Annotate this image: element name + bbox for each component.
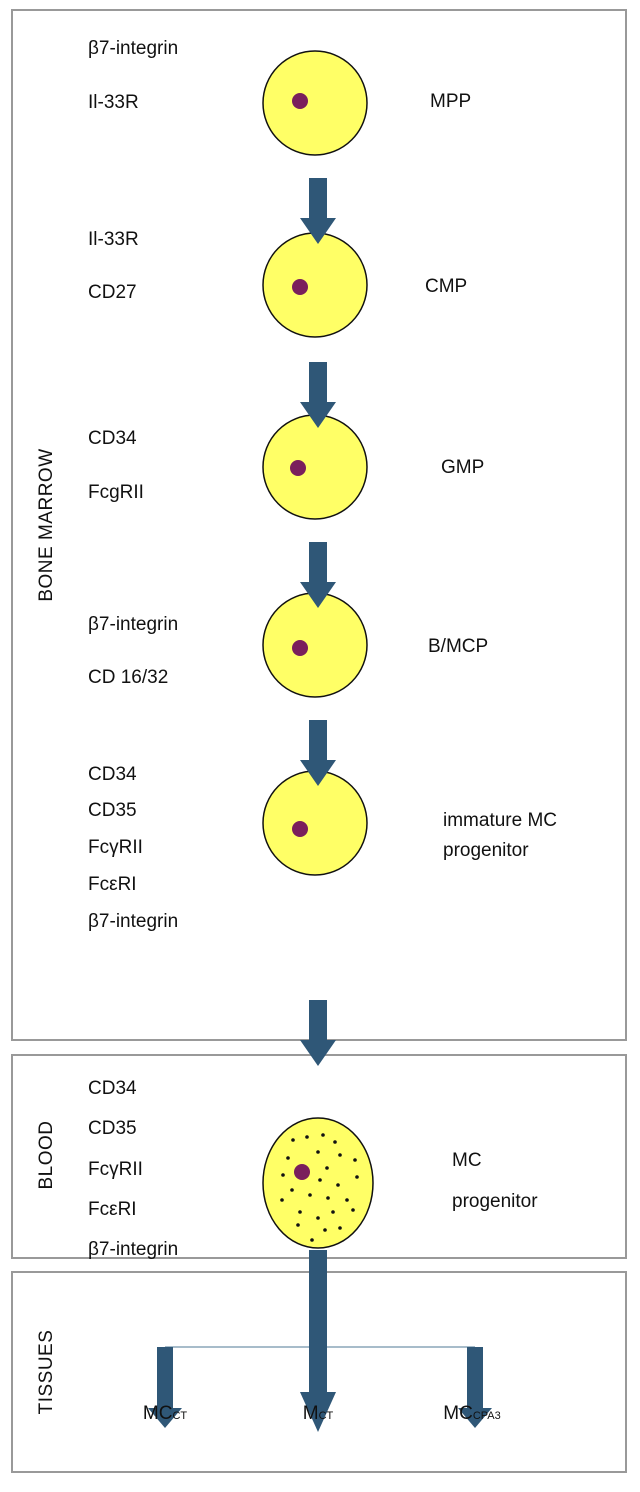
arrow-down-icon bbox=[300, 1000, 336, 1066]
granule bbox=[323, 1228, 327, 1232]
marker: CD34 bbox=[88, 1078, 137, 1099]
marker: CD34 bbox=[88, 764, 137, 785]
cell-bmcp bbox=[262, 592, 368, 698]
granule bbox=[308, 1193, 312, 1197]
marker: FcεRI bbox=[88, 874, 137, 895]
marker: Il-33R bbox=[88, 92, 139, 113]
granule bbox=[316, 1150, 320, 1154]
granule bbox=[355, 1175, 359, 1179]
marker: β7-integrin bbox=[88, 38, 178, 59]
granule bbox=[281, 1173, 285, 1177]
stage-name-mc-progenitor-2: progenitor bbox=[452, 1191, 538, 1212]
granule bbox=[318, 1178, 322, 1182]
granule bbox=[326, 1196, 330, 1200]
marker: FcγRII bbox=[88, 1159, 143, 1180]
arrow-down-icon bbox=[300, 1272, 336, 1432]
granule bbox=[331, 1210, 335, 1214]
granule bbox=[336, 1183, 340, 1187]
stage-name-immature-mc-progenitor-2: progenitor bbox=[443, 840, 529, 861]
granule bbox=[286, 1156, 290, 1160]
stage-name-immature-mc-progenitor-1: immature MC bbox=[443, 810, 557, 831]
marker: FcεRI bbox=[88, 1199, 137, 1220]
arrow-shaft bbox=[309, 1250, 327, 1272]
granule bbox=[325, 1166, 329, 1170]
granule bbox=[351, 1208, 355, 1212]
granule bbox=[338, 1226, 342, 1230]
marker: CD35 bbox=[88, 1118, 137, 1139]
granule bbox=[291, 1138, 295, 1142]
stage-name-cmp: CMP bbox=[425, 276, 467, 297]
granule bbox=[290, 1188, 294, 1192]
outcome-mc-ct: MCCT bbox=[143, 1403, 188, 1424]
outcome-mc-cpa3: MCCPA3 bbox=[443, 1403, 500, 1424]
section-label-bone-marrow: BONE MARROW bbox=[36, 448, 57, 601]
granule bbox=[316, 1216, 320, 1220]
granule bbox=[305, 1135, 309, 1139]
nucleus-icon bbox=[290, 460, 306, 476]
stage-name-bmcp: B/MCP bbox=[428, 636, 488, 657]
granule bbox=[280, 1198, 284, 1202]
marker: β7-integrin bbox=[88, 1239, 178, 1260]
marker: β7-integrin bbox=[88, 911, 178, 932]
marker: FcgRII bbox=[88, 482, 144, 503]
granule bbox=[298, 1210, 302, 1214]
nucleus-icon bbox=[292, 640, 308, 656]
cell-mpp bbox=[262, 50, 368, 156]
section-label-blood: BLOOD bbox=[36, 1120, 57, 1189]
nucleus-icon bbox=[292, 821, 308, 837]
arrow-down-icon bbox=[458, 1347, 492, 1428]
section-label-tissues: TISSUES bbox=[36, 1330, 57, 1415]
granule bbox=[296, 1223, 300, 1227]
stage-name-mc-progenitor-1: MC bbox=[452, 1150, 482, 1171]
marker: Il-33R bbox=[88, 229, 139, 250]
stage-name-mpp: MPP bbox=[430, 91, 471, 112]
marker: FcγRII bbox=[88, 837, 143, 858]
marker: CD34 bbox=[88, 428, 137, 449]
marker: CD 16/32 bbox=[88, 667, 168, 688]
cell-gmp bbox=[262, 414, 368, 520]
granule bbox=[338, 1153, 342, 1157]
granules-icon bbox=[280, 1133, 359, 1242]
nucleus-icon bbox=[292, 279, 308, 295]
arrow-down-icon bbox=[148, 1347, 182, 1428]
stage-name-gmp: GMP bbox=[441, 457, 484, 478]
granule bbox=[345, 1198, 349, 1202]
granule bbox=[353, 1158, 357, 1162]
nucleus-icon bbox=[292, 93, 308, 109]
cell-cmp bbox=[262, 232, 368, 338]
granule bbox=[321, 1133, 325, 1137]
marker: CD35 bbox=[88, 800, 137, 821]
cell-mc-progenitor bbox=[262, 1117, 374, 1249]
marker: CD27 bbox=[88, 282, 137, 303]
marker: β7-integrin bbox=[88, 614, 178, 635]
granule bbox=[333, 1140, 337, 1144]
granule bbox=[310, 1238, 314, 1242]
outcome-m-ct: MCT bbox=[303, 1403, 334, 1424]
nucleus-icon bbox=[294, 1164, 310, 1180]
cell-immature-mc-progenitor bbox=[262, 770, 368, 876]
